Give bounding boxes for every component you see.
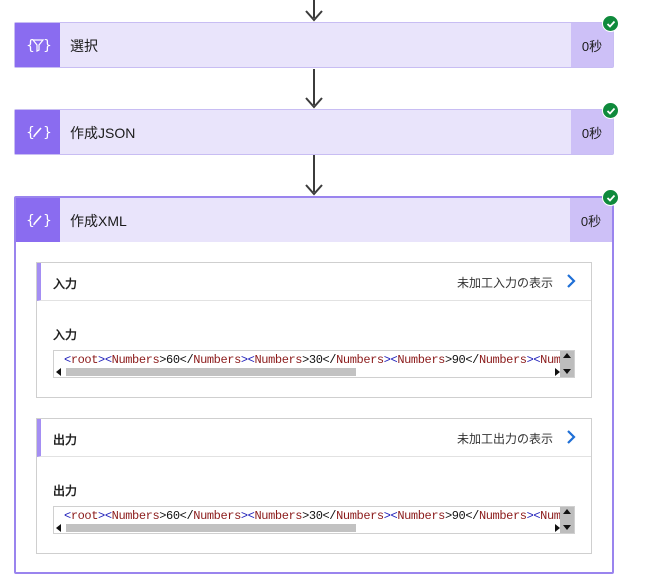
- filter-braces-icon: { }: [15, 23, 60, 67]
- field-label: 出力: [53, 484, 78, 498]
- show-raw-outputs-link[interactable]: 未加工出力の表示: [456, 432, 553, 446]
- success-check-icon: [602, 102, 619, 119]
- flow-arrow-top: [304, 0, 324, 22]
- svg-text:}: }: [43, 125, 51, 141]
- action-title: 選択: [70, 38, 98, 54]
- scroll-left-icon[interactable]: [56, 524, 61, 532]
- scrollbar-thumb[interactable]: [66, 524, 356, 532]
- svg-text:{: {: [26, 213, 35, 229]
- output-section-header: 出力 未加工出力の表示: [37, 419, 591, 457]
- scroll-left-icon[interactable]: [56, 368, 61, 376]
- vertical-scrollbar[interactable]: [560, 507, 574, 533]
- compose-braces-icon: { }: [16, 198, 60, 242]
- scroll-down-icon[interactable]: [563, 369, 571, 374]
- horizontal-scrollbar[interactable]: [54, 367, 564, 377]
- svg-text:}: }: [43, 38, 51, 54]
- input-section-header: 入力 未加工入力の表示: [37, 263, 591, 301]
- output-code-viewer[interactable]: <root><Numbers>60</Numbers><Numbers>30</…: [53, 506, 575, 534]
- action-title: 作成XML: [70, 213, 127, 229]
- compose-braces-icon: { }: [15, 110, 60, 154]
- action-duration: 0秒: [570, 198, 612, 242]
- action-duration: 0秒: [571, 23, 613, 67]
- action-card-select[interactable]: { } 選択 0秒: [14, 22, 614, 68]
- chevron-right-icon[interactable]: [565, 429, 577, 450]
- action-title: 作成JSON: [70, 125, 136, 141]
- input-code-viewer[interactable]: <root><Numbers>60</Numbers><Numbers>30</…: [53, 350, 575, 378]
- xml-code-line: <root><Numbers>60</Numbers><Numbers>30</…: [64, 353, 561, 367]
- scrollbar-thumb[interactable]: [66, 368, 356, 376]
- svg-text:{: {: [26, 125, 35, 141]
- section-title: 出力: [53, 433, 78, 447]
- scroll-up-icon[interactable]: [563, 509, 571, 514]
- input-section: 入力 未加工入力の表示 入力 <root><Numbers>60</Number…: [36, 262, 592, 398]
- action-card-compose-json[interactable]: { } 作成JSON 0秒: [14, 109, 614, 155]
- action-card-compose-xml: { } 作成XML 0秒 入力 未加工入力の表示 入力 <root><Numbe…: [14, 196, 614, 574]
- scroll-right-icon[interactable]: [555, 368, 560, 376]
- field-label: 入力: [53, 328, 78, 342]
- svg-text:}: }: [43, 213, 51, 229]
- section-title: 入力: [53, 277, 78, 291]
- horizontal-scrollbar[interactable]: [54, 523, 564, 533]
- success-check-icon: [602, 189, 619, 206]
- chevron-right-icon[interactable]: [565, 273, 577, 294]
- flow-arrow: [304, 155, 324, 196]
- scroll-right-icon[interactable]: [555, 524, 560, 532]
- success-check-icon: [602, 15, 619, 32]
- svg-text:{: {: [26, 38, 35, 54]
- vertical-scrollbar[interactable]: [560, 351, 574, 377]
- xml-code-line: <root><Numbers>60</Numbers><Numbers>30</…: [64, 509, 561, 523]
- flow-arrow: [304, 69, 324, 109]
- action-header[interactable]: { } 作成XML 0秒: [16, 198, 612, 242]
- output-section: 出力 未加工出力の表示 出力 <root><Numbers>60</Number…: [36, 418, 592, 554]
- scroll-up-icon[interactable]: [563, 353, 571, 358]
- scroll-down-icon[interactable]: [563, 525, 571, 530]
- show-raw-inputs-link[interactable]: 未加工入力の表示: [456, 276, 553, 290]
